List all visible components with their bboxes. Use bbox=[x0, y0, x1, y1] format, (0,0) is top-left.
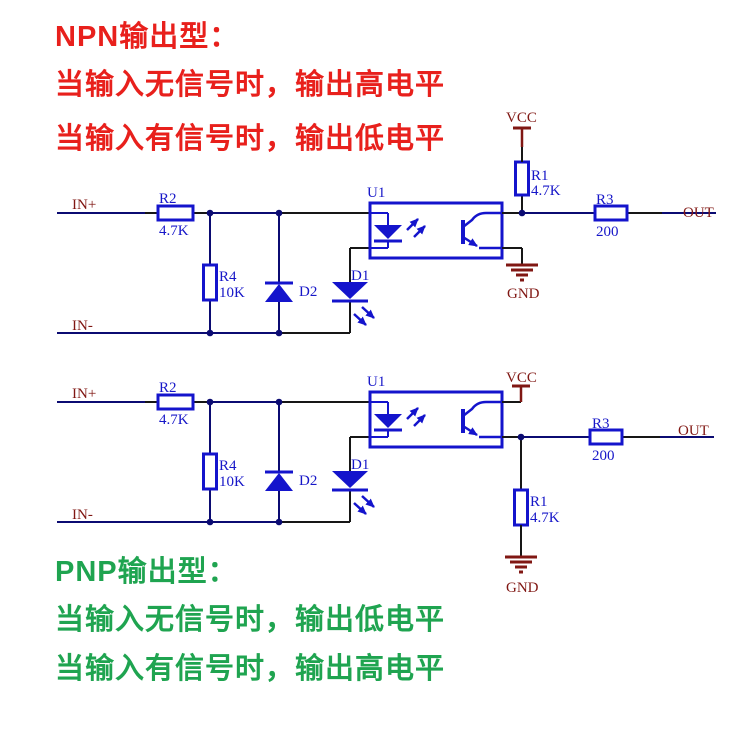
npn-heading: NPN输出型： bbox=[55, 21, 240, 53]
led-d1: D1 bbox=[332, 436, 375, 522]
label-r2-ref: R2 bbox=[159, 191, 177, 207]
diode-d2: D2 bbox=[265, 402, 317, 522]
junction-dot bbox=[206, 398, 214, 406]
label-r3-val: 200 bbox=[596, 224, 619, 240]
light-arrow-icon bbox=[361, 306, 375, 319]
port-label-vcc: VCC bbox=[506, 110, 537, 126]
resistor-r1: R1 4.7K bbox=[514, 160, 561, 213]
label-r4-val: 10K bbox=[219, 474, 245, 490]
label-r3-ref: R3 bbox=[592, 416, 610, 432]
port-label-out: OUT bbox=[678, 423, 709, 439]
npn-line-signal: 当输入有信号时，输出低电平 bbox=[55, 123, 446, 155]
label-r4-ref: R4 bbox=[219, 458, 237, 474]
resistor-r4: R4 10K bbox=[202, 213, 245, 333]
port-label-in-plus: IN+ bbox=[72, 386, 96, 402]
label-d1-ref: D1 bbox=[351, 268, 369, 284]
label-r1-val: 4.7K bbox=[531, 183, 561, 199]
resistor-r2: R2 4.7K bbox=[156, 191, 195, 239]
port-label-in-minus: IN- bbox=[72, 507, 93, 523]
diode-d2: D2 bbox=[265, 213, 317, 333]
resistor-r4: R4 10K bbox=[202, 402, 245, 522]
junction-dot bbox=[518, 209, 526, 217]
npn-line-no-signal: 当输入无信号时，输出高电平 bbox=[55, 69, 446, 101]
resistor-r2: R2 4.7K bbox=[156, 380, 195, 428]
junction-dot bbox=[275, 209, 283, 217]
port-label-gnd: GND bbox=[506, 580, 539, 596]
pnp-line-signal: 当输入有信号时，输出高电平 bbox=[55, 653, 446, 685]
port-label-gnd: GND bbox=[507, 286, 540, 302]
port-label-in-minus: IN- bbox=[72, 318, 93, 334]
resistor-r3: R3 200 bbox=[593, 192, 629, 240]
junction-dot bbox=[206, 329, 214, 337]
vcc-symbol: VCC bbox=[502, 370, 537, 403]
junction-dot bbox=[275, 518, 283, 526]
port-label-vcc: VCC bbox=[506, 370, 537, 386]
pnp-line-no-signal: 当输入无信号时，输出低电平 bbox=[55, 604, 446, 636]
light-arrow-icon bbox=[361, 495, 375, 508]
resistor-r3: R3 200 bbox=[588, 416, 624, 464]
light-arrow-icon bbox=[413, 414, 426, 427]
junction-dot bbox=[275, 398, 283, 406]
phototransistor bbox=[461, 211, 502, 250]
vcc-symbol: VCC bbox=[506, 110, 537, 162]
label-r3-val: 200 bbox=[592, 448, 615, 464]
pnp-circuit: IN+ IN- R2 4.7K R4 10K D2 bbox=[57, 370, 714, 596]
port-label-out: OUT bbox=[683, 205, 714, 221]
port-label-in-plus: IN+ bbox=[72, 197, 96, 213]
label-r4-val: 10K bbox=[219, 285, 245, 301]
gnd-symbol: GND bbox=[502, 247, 540, 302]
led-d1: D1 bbox=[332, 247, 375, 333]
phototransistor bbox=[461, 400, 502, 439]
optocoupler-u1: U1 bbox=[367, 185, 504, 260]
label-r2-val: 4.7K bbox=[159, 223, 189, 239]
pnp-heading: PNP输出型： bbox=[55, 556, 238, 588]
light-arrow-icon bbox=[353, 502, 367, 515]
label-d1-ref: D1 bbox=[351, 457, 369, 473]
junction-dot bbox=[206, 209, 214, 217]
light-arrow-icon bbox=[406, 218, 419, 231]
light-arrow-icon bbox=[406, 407, 419, 420]
label-r2-ref: R2 bbox=[159, 380, 177, 396]
label-u1-ref: U1 bbox=[367, 374, 385, 390]
label-u1-ref: U1 bbox=[367, 185, 385, 201]
junction-dot bbox=[275, 329, 283, 337]
light-arrow-icon bbox=[413, 225, 426, 238]
junction-dot bbox=[206, 518, 214, 526]
light-arrow-icon bbox=[353, 313, 367, 326]
label-r2-val: 4.7K bbox=[159, 412, 189, 428]
label-r3-ref: R3 bbox=[596, 192, 614, 208]
junction-dot bbox=[517, 433, 525, 441]
label-d2-ref: D2 bbox=[299, 284, 317, 300]
label-r4-ref: R4 bbox=[219, 269, 237, 285]
label-d2-ref: D2 bbox=[299, 473, 317, 489]
label-r1-ref: R1 bbox=[531, 168, 549, 184]
optocoupler-u1: U1 bbox=[367, 374, 504, 449]
npn-circuit: IN+ IN- R2 4.7K R4 10K bbox=[57, 110, 716, 337]
label-r1-val: 4.7K bbox=[530, 510, 560, 526]
gnd-symbol: GND bbox=[505, 525, 539, 596]
resistor-r1: R1 4.7K bbox=[513, 437, 560, 527]
label-r1-ref: R1 bbox=[530, 494, 548, 510]
